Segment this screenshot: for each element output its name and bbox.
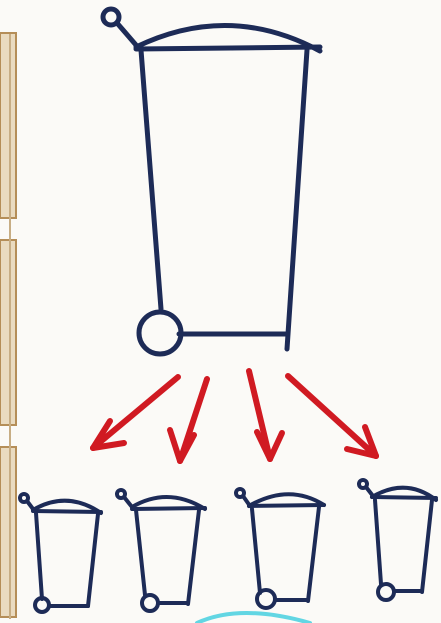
small-bin-3-rim <box>249 505 324 506</box>
large-bin-lid-rim <box>136 47 320 49</box>
left-frame-bottom <box>0 447 16 617</box>
left-edge-frame <box>0 33 16 619</box>
small-bin-1-rim <box>33 511 101 512</box>
small-bin-2-rim <box>132 508 205 509</box>
small-bin-4-rim <box>372 497 436 498</box>
left-frame-middle <box>0 240 16 425</box>
left-frame-top <box>0 33 16 218</box>
